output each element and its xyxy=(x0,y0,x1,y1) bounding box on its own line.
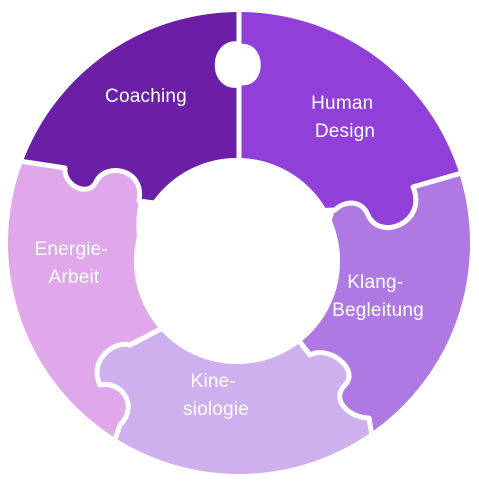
label-kinesiologie: Kine- siologie xyxy=(183,371,249,420)
segment-kinesiologie[interactable] xyxy=(97,320,380,483)
label-coaching: Coaching xyxy=(105,86,187,107)
label-energie: Energie- Arbeit xyxy=(35,239,114,288)
label-klang: Klang- Begleitung xyxy=(332,272,424,321)
center-hole xyxy=(134,158,340,364)
label-human-design: Human Design xyxy=(311,93,379,142)
